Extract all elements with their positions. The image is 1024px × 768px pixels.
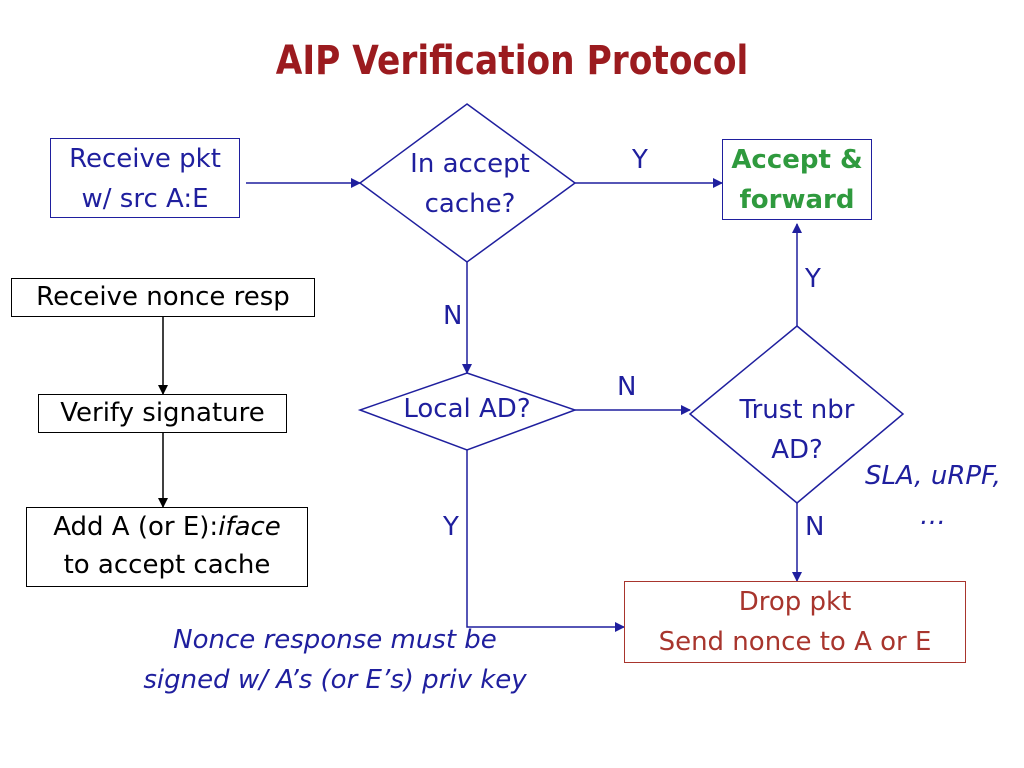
receive-pkt-line-1: Receive pkt — [69, 144, 221, 174]
sla-urpf-line-2: … — [920, 501, 946, 531]
nonce-response-note: Nonce response must be signed w/ A’s (or… — [80, 620, 590, 700]
nonce-response-line-1: Nonce response must be — [173, 625, 497, 655]
local-ad-text: Local AD? — [367, 389, 567, 429]
sla-urpf-line-1: SLA, uRPF, — [865, 461, 1001, 491]
label-trust-yes: Y — [805, 264, 821, 294]
receive-pkt-box: Receive pkt w/ src A:E — [50, 138, 240, 218]
local-ad-label: Local AD? — [403, 394, 531, 424]
add-accept-cache-box: Add A (or E):iface to accept cache — [26, 507, 308, 587]
in-accept-cache-text: In accept cache? — [370, 144, 570, 224]
drop-pkt-line-1: Drop pkt — [738, 587, 852, 617]
verify-signature-label: Verify signature — [60, 398, 265, 428]
add-accept-prefix: Add A (or E): — [53, 512, 219, 542]
verify-signature-box: Verify signature — [38, 394, 287, 433]
receive-nonce-label: Receive nonce resp — [36, 282, 290, 312]
label-trust-no: N — [805, 512, 825, 542]
trust-nbr-line-2: AD? — [771, 435, 823, 465]
nonce-response-line-2: signed w/ A’s (or E’s) priv key — [143, 665, 527, 695]
accept-forward-line-2: forward — [739, 185, 855, 215]
trust-nbr-text: Trust nbr AD? — [697, 390, 897, 470]
label-cache-no: N — [443, 301, 463, 331]
drop-pkt-line-2: Send nonce to A or E — [658, 627, 932, 657]
drop-pkt-box: Drop pkt Send nonce to A or E — [624, 581, 966, 663]
add-accept-iface: iface — [218, 512, 281, 542]
label-local-yes: Y — [443, 512, 459, 542]
in-accept-cache-line-1: In accept — [410, 149, 530, 179]
accept-forward-line-1: Accept & — [731, 145, 863, 175]
label-cache-yes: Y — [632, 145, 648, 175]
add-accept-line-1: Add A (or E):iface — [27, 508, 307, 546]
page-title: AIP Verification Protocol — [275, 38, 749, 84]
label-local-no: N — [617, 372, 637, 402]
accept-forward-box: Accept & forward — [722, 139, 872, 220]
receive-nonce-box: Receive nonce resp — [11, 278, 315, 317]
receive-pkt-line-2: w/ src A:E — [81, 184, 209, 214]
arrow-local-yes-to-drop — [466, 450, 625, 632]
sla-urpf-note: SLA, uRPF, … — [848, 456, 1018, 536]
in-accept-cache-line-2: cache? — [424, 189, 516, 219]
trust-nbr-line-1: Trust nbr — [739, 395, 855, 425]
add-accept-line-2: to accept cache — [63, 550, 271, 580]
